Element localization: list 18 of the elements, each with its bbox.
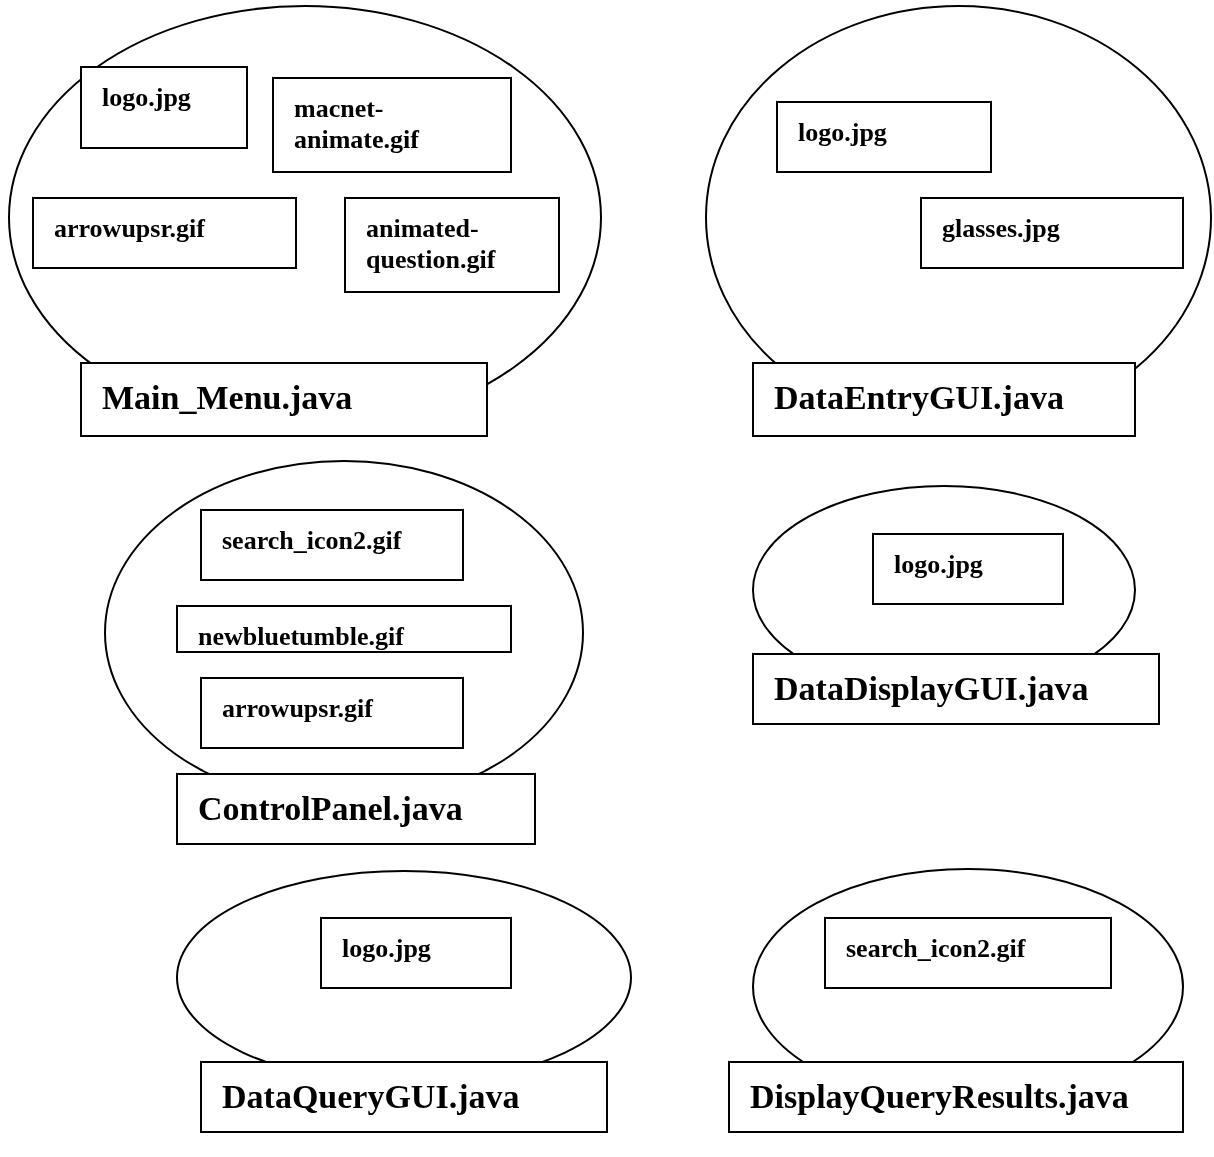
class-name-box: Main_Menu.java — [80, 362, 488, 437]
file-name-box: search_icon2.gif — [824, 917, 1112, 989]
class-name-box: DataQueryGUI.java — [200, 1061, 608, 1133]
file-name-box: arrowupsr.gif — [200, 677, 464, 749]
file-name-box: animated-question.gif — [344, 197, 560, 293]
file-name-box: search_icon2.gif — [200, 509, 464, 581]
file-name-box: logo.jpg — [320, 917, 512, 989]
file-name-box: macnet-animate.gif — [272, 77, 512, 173]
class-name-box: ControlPanel.java — [176, 773, 536, 845]
file-name-box: logo.jpg — [872, 533, 1064, 605]
file-name-box: newbluetumble.gif — [176, 605, 512, 653]
class-name-box: DataDisplayGUI.java — [752, 653, 1160, 725]
class-name-box: DataEntryGUI.java — [752, 362, 1136, 437]
file-name-box: logo.jpg — [80, 66, 248, 149]
file-name-box: glasses.jpg — [920, 197, 1184, 269]
file-name-box: arrowupsr.gif — [32, 197, 297, 269]
file-name-box: logo.jpg — [776, 101, 992, 173]
class-name-box: DisplayQueryResults.java — [728, 1061, 1184, 1133]
